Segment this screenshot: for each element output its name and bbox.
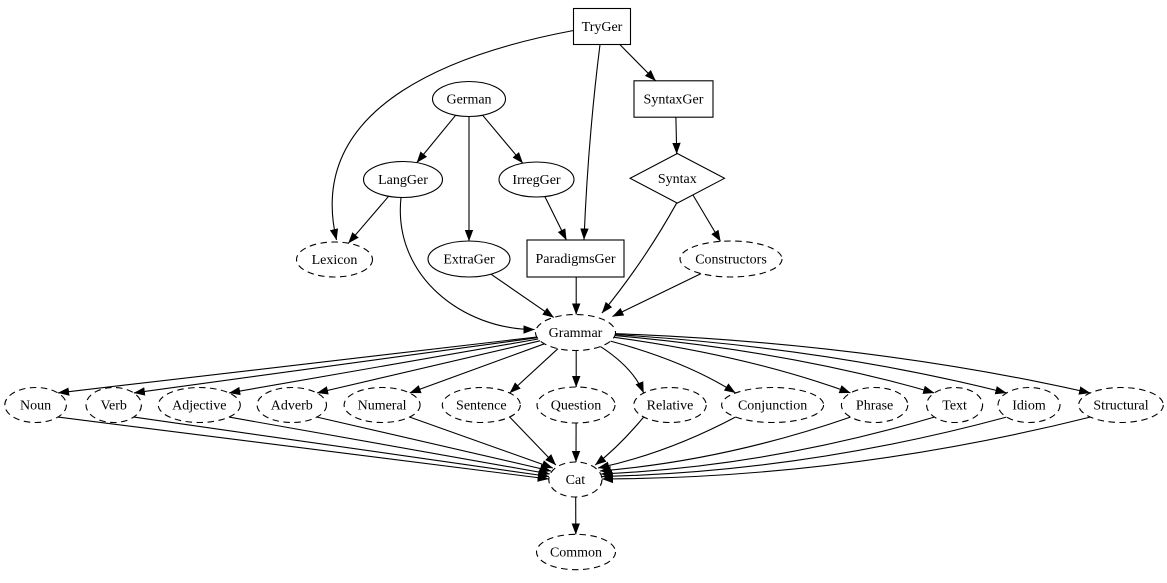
svg-text:Lexicon: Lexicon [312,253,358,268]
svg-text:Structural: Structural [1093,399,1148,414]
svg-text:Question: Question [551,399,602,414]
svg-text:Adjective: Adjective [172,399,226,414]
svg-text:Sentence: Sentence [456,399,507,414]
svg-text:German: German [446,93,491,108]
svg-text:Verb: Verb [100,399,126,414]
svg-text:Grammar: Grammar [549,326,603,341]
svg-text:ExtraGer: ExtraGer [443,253,495,268]
svg-text:Idiom: Idiom [1012,399,1046,414]
svg-text:Text: Text [942,399,967,414]
svg-text:Numeral: Numeral [358,399,407,414]
svg-text:SyntaxGer: SyntaxGer [644,93,704,108]
svg-text:Adverb: Adverb [271,399,313,414]
svg-text:LangGer: LangGer [378,173,428,188]
svg-text:Relative: Relative [647,399,694,414]
svg-text:Cat: Cat [566,473,586,488]
svg-text:IrregGer: IrregGer [512,173,561,188]
svg-text:Conjunction: Conjunction [738,399,807,414]
svg-text:Noun: Noun [20,399,51,414]
svg-text:ParadigmsGer: ParadigmsGer [535,252,615,267]
svg-text:Constructors: Constructors [695,253,767,268]
svg-text:Phrase: Phrase [856,399,893,414]
svg-text:Syntax: Syntax [658,172,697,187]
svg-text:Common: Common [550,546,602,561]
svg-text:TryGer: TryGer [582,20,623,35]
